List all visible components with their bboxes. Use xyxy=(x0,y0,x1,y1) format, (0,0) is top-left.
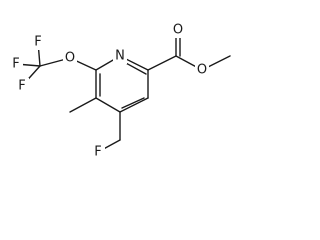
atom-f-top: F xyxy=(34,35,41,50)
chemical-structure: F F F O N O O F xyxy=(9,22,231,160)
atom-f-bottom: F xyxy=(18,79,25,94)
bonds xyxy=(15,29,231,153)
atom-n-ring: N xyxy=(115,49,125,64)
atom-o-carbonyl: O xyxy=(173,23,183,38)
bond-c6-ester-c xyxy=(147,55,177,71)
bond-c5-c4-inner xyxy=(121,97,145,109)
bond-c5-c4 xyxy=(119,97,149,113)
bond-c4-c3 xyxy=(95,97,121,113)
atom-o-ether: O xyxy=(65,51,75,66)
bond-methyl xyxy=(69,97,97,113)
atom-o-ester: O xyxy=(197,63,207,78)
bond-n-c6-double-2 xyxy=(123,61,147,75)
atom-labels: F F F O N O O F xyxy=(9,22,209,160)
atom-f-fluoromethyl: F xyxy=(94,145,101,160)
atom-f-left: F xyxy=(12,57,19,72)
